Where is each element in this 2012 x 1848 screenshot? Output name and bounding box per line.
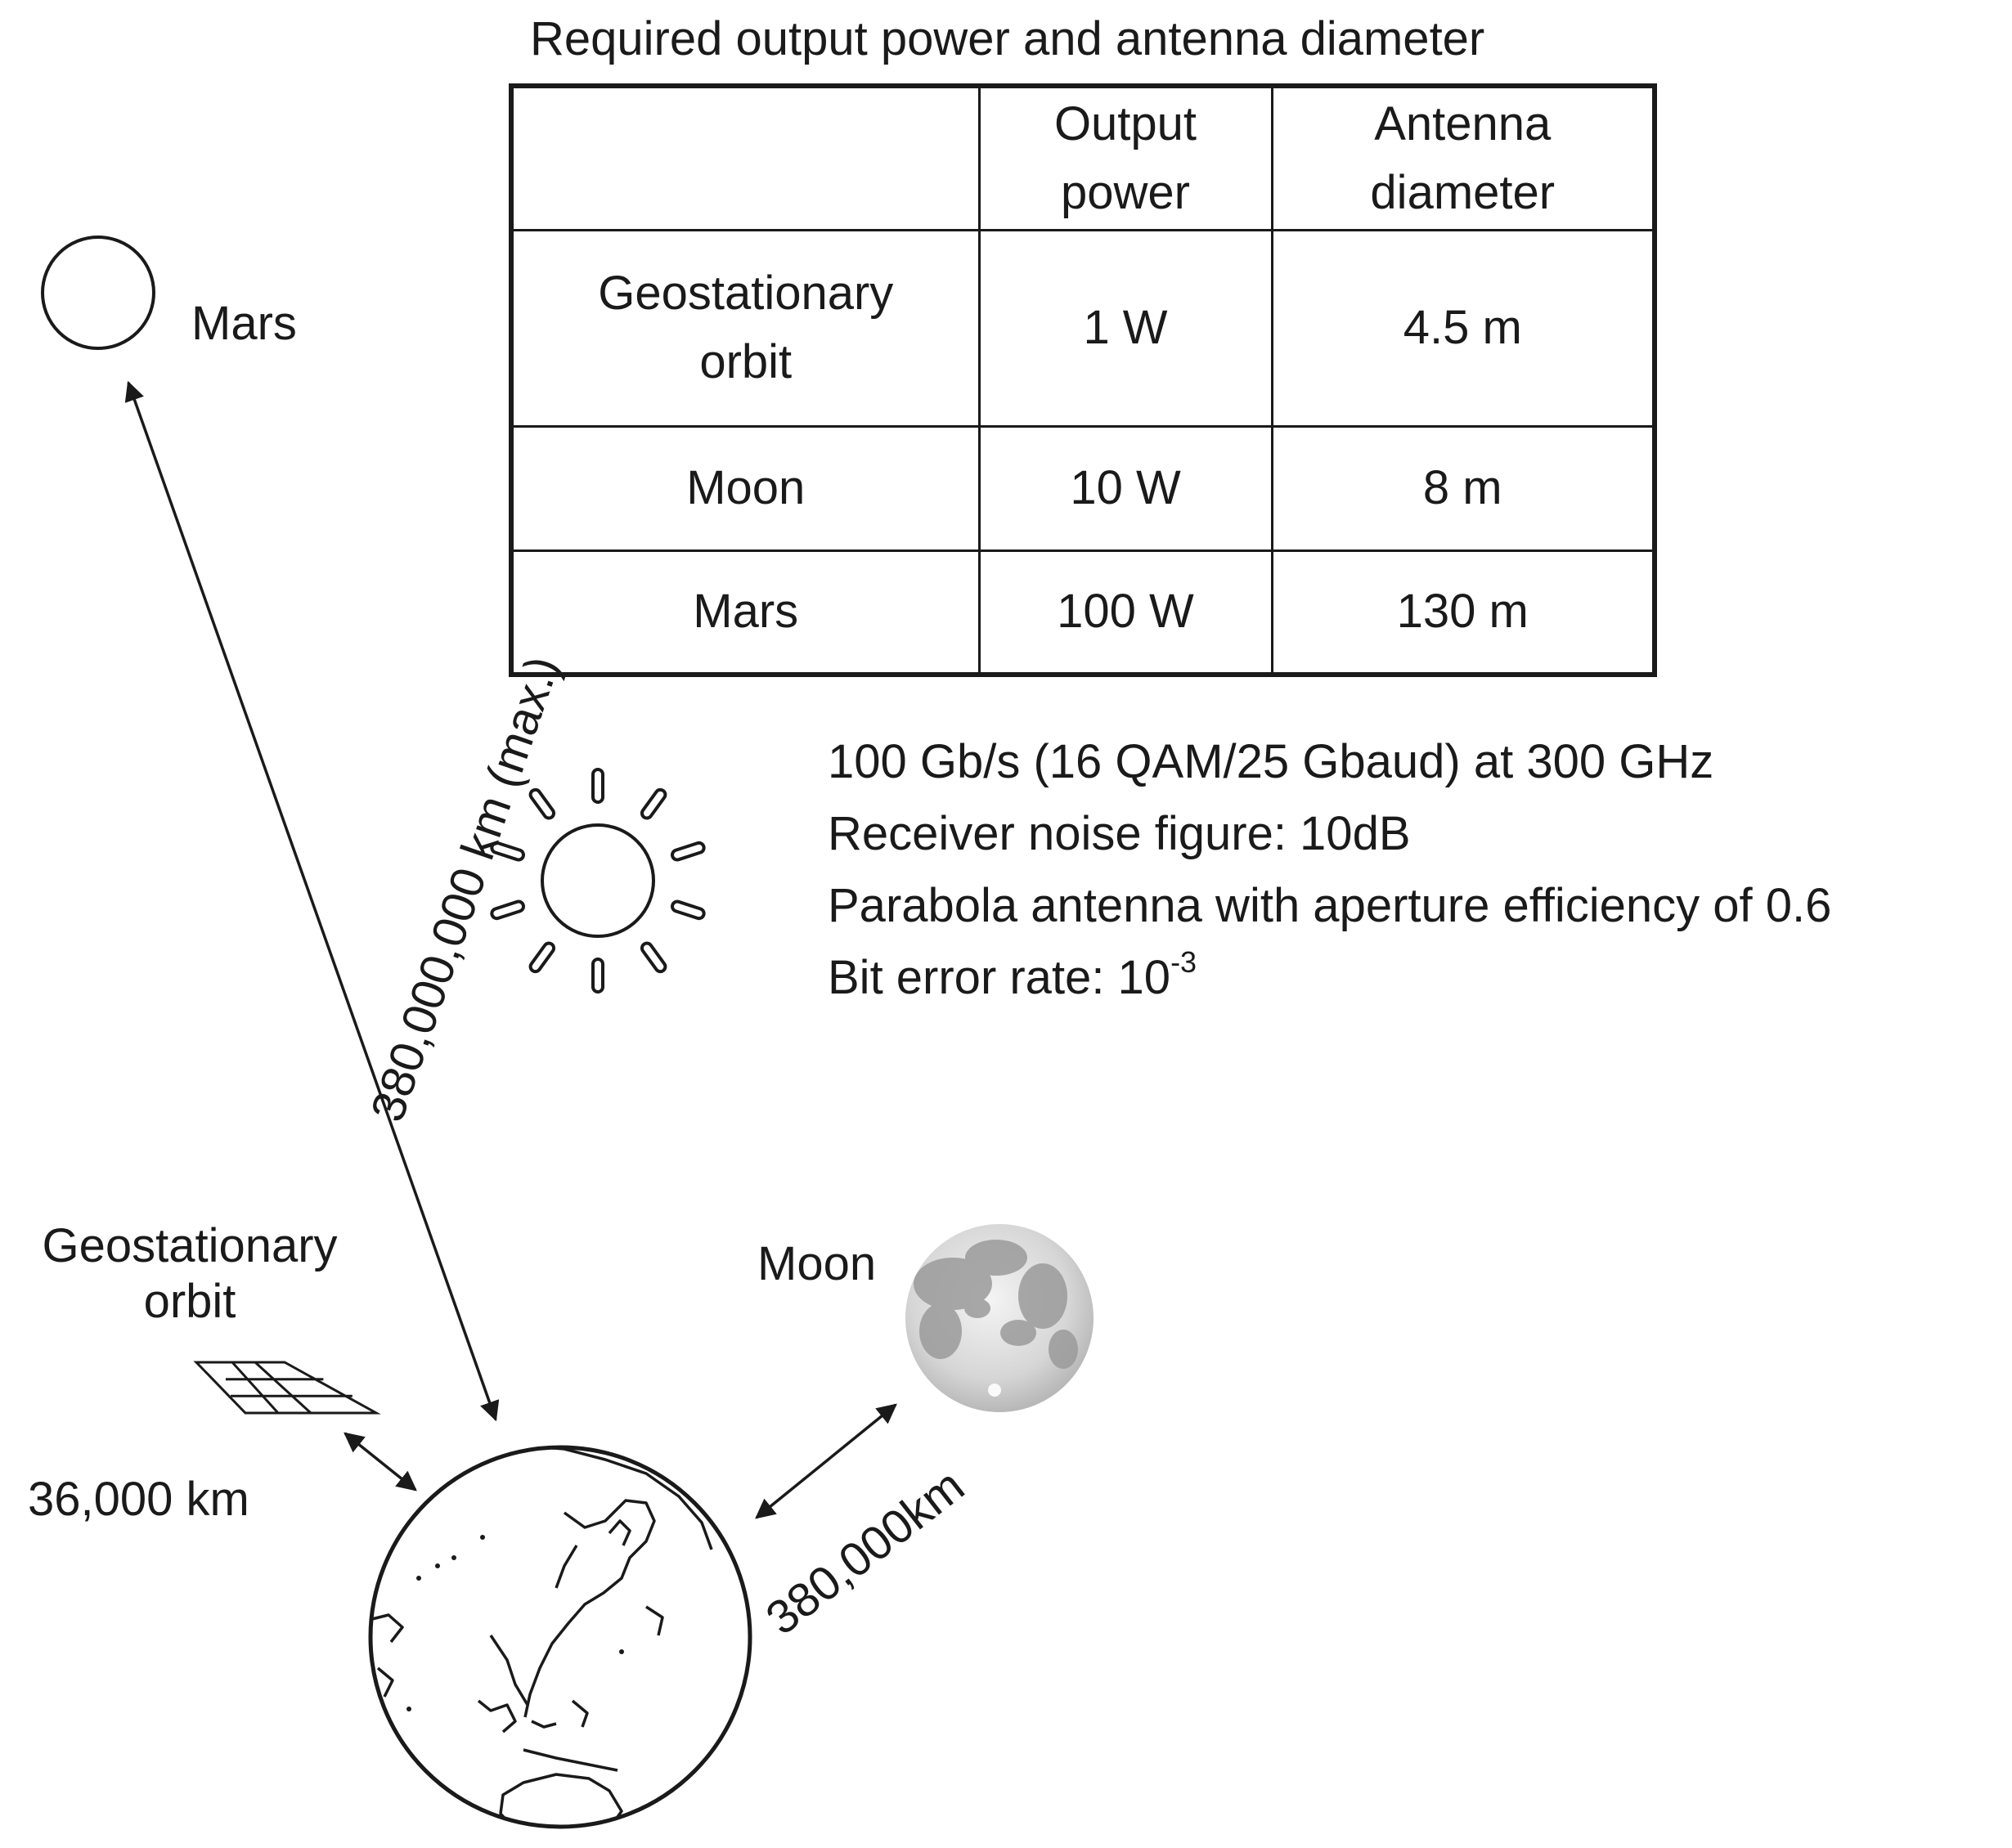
- solar-panel-satellite-icon: [193, 1361, 381, 1415]
- sun-ray: [591, 958, 604, 994]
- cell-power-moon: 10 W: [977, 424, 1273, 552]
- sun-ray: [640, 941, 667, 974]
- sun-ray: [490, 899, 525, 921]
- table-title: Required output power and antenna diamet…: [530, 12, 1485, 65]
- arrow-earth-geo: [344, 1432, 417, 1491]
- link-specifications: 100 Gb/s (16 QAM/25 Gbaud) at 300 GHz Re…: [828, 726, 1831, 1014]
- earth-globe-icon: [368, 1445, 752, 1829]
- arrow-earth-moon: [755, 1403, 897, 1519]
- arrow-earth-mars: [124, 380, 500, 1422]
- geo-distance-label: 36,000 km: [28, 1473, 249, 1526]
- sun-ray: [671, 899, 706, 921]
- header-antenna-diameter: Antenna diameter: [1270, 84, 1656, 231]
- mars-label: Mars: [191, 297, 297, 350]
- header-cell-empty: [510, 84, 981, 231]
- header-output-power: Output power: [977, 84, 1273, 231]
- geostationary-orbit-label: Geostationary orbit: [42, 1219, 338, 1329]
- moon-label: Moon: [757, 1237, 877, 1290]
- moon-icon: [905, 1224, 1094, 1412]
- cell-diameter-mars: 130 m: [1270, 549, 1656, 676]
- sun-ray: [671, 841, 706, 862]
- spec-line-ber: Bit error rate: 10-3: [828, 945, 1197, 1005]
- row-label-mars: Mars: [510, 549, 981, 676]
- row-label-geostationary: Geostationary orbit: [510, 228, 981, 428]
- spec-line-antenna: Parabola antenna with aperture efficienc…: [828, 879, 1832, 932]
- requirements-table: Output power Antenna diameter Geostation…: [509, 83, 1657, 677]
- table-row: Geostationary orbit 1 W 4.5 m: [510, 228, 1656, 428]
- table-row: Moon 10 W 8 m: [510, 424, 1656, 552]
- ber-exponent: -3: [1170, 945, 1197, 979]
- cell-power-geostationary: 1 W: [977, 228, 1273, 428]
- table-header-row: Output power Antenna diameter: [510, 84, 1656, 231]
- sun-ray: [591, 768, 604, 804]
- table-row: Mars 100 W 130 m: [510, 549, 1656, 676]
- mars-icon: [41, 235, 155, 350]
- sun-ray: [528, 941, 556, 974]
- cell-diameter-geostationary: 4.5 m: [1270, 228, 1656, 428]
- sun-ray: [528, 787, 556, 820]
- cell-power-mars: 100 W: [977, 549, 1273, 676]
- sun-ray: [640, 787, 667, 820]
- row-label-moon: Moon: [510, 424, 981, 552]
- spec-line-datarate: 100 Gb/s (16 QAM/25 Gbaud) at 300 GHz: [828, 735, 1714, 788]
- spec-line-noise-figure: Receiver noise figure: 10dB: [828, 807, 1411, 860]
- cell-diameter-moon: 8 m: [1270, 424, 1656, 552]
